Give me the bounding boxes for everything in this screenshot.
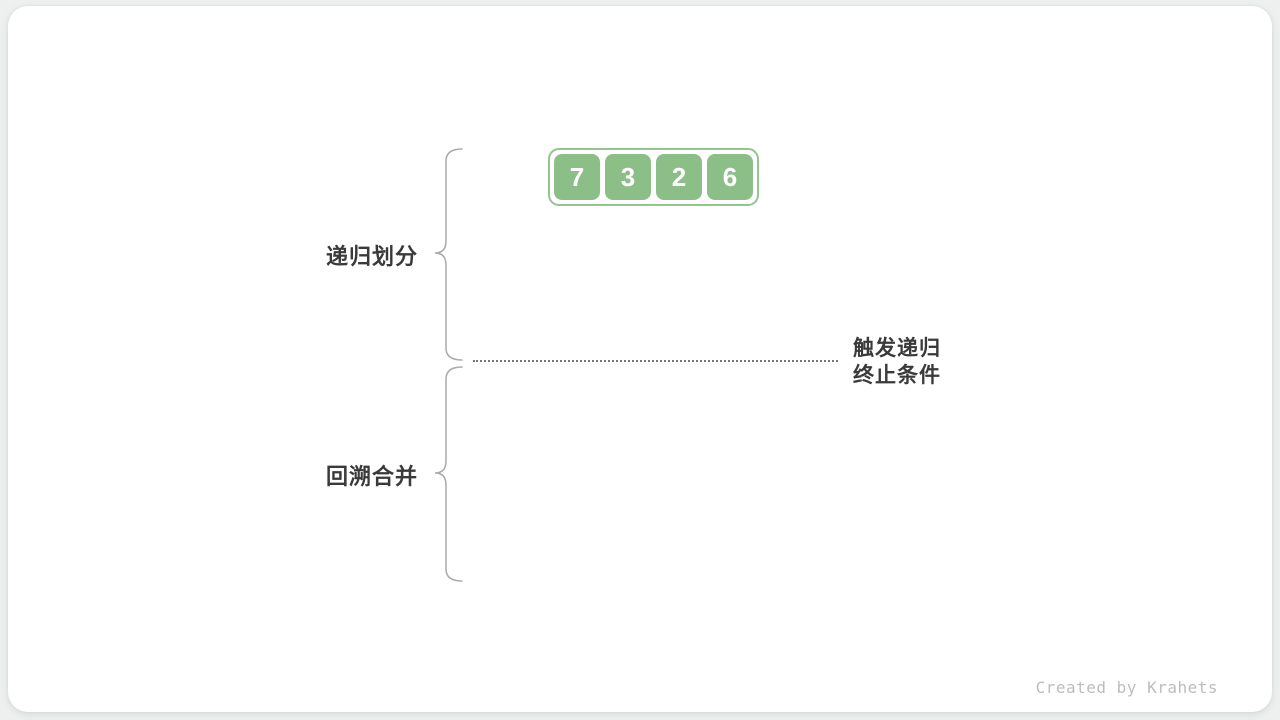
label-recursive-divide: 递归划分	[325, 244, 418, 269]
label-termination-line1: 触发递归	[853, 337, 941, 360]
canvas-card: 7 3 2 6 递归划分 回溯合并 触发递归 终止条件 Created by K…	[8, 6, 1272, 712]
array-cell: 2	[656, 154, 702, 200]
array-cell: 7	[554, 154, 600, 200]
array-cell: 6	[707, 154, 753, 200]
array-cell-value: 6	[722, 161, 738, 192]
bottom-brace	[434, 366, 463, 582]
top-brace	[434, 148, 463, 361]
label-termination-line2: 终止条件	[853, 364, 941, 387]
label-backtrack-merge: 回溯合并	[325, 464, 418, 489]
footer-credit: Created by Krahets	[1035, 678, 1218, 697]
array-cell-value: 3	[620, 161, 636, 192]
array-cell: 3	[605, 154, 651, 200]
array-cell-value: 7	[569, 161, 585, 192]
label-termination: 触发递归 终止条件	[853, 335, 941, 389]
termination-dotted-line	[473, 360, 838, 362]
array-container: 7 3 2 6	[548, 148, 759, 206]
array-cell-value: 2	[671, 161, 687, 192]
